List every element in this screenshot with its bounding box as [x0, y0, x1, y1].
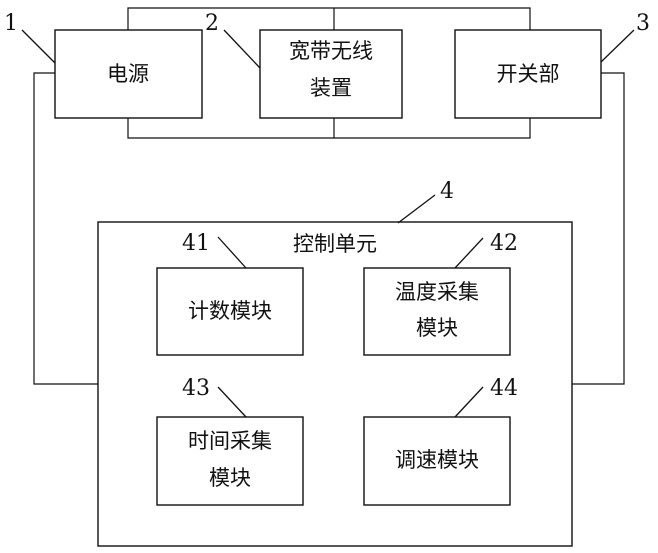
ref-number-speed: 44	[490, 376, 518, 401]
ref-number-control: 4	[440, 179, 454, 204]
top-bus-wire	[128, 8, 530, 30]
switch-block: 开关部	[455, 30, 601, 118]
wireless-label-line1: 宽带无线	[289, 39, 373, 63]
temperature-module-line1: 温度采集	[395, 280, 479, 304]
temperature-module-line2: 模块	[416, 316, 458, 340]
switch-to-control-wire	[572, 73, 624, 384]
time-module: 时间采集 模块	[157, 417, 303, 505]
speed-module-label: 调速模块	[395, 448, 479, 472]
time-module-line1: 时间采集	[188, 429, 272, 453]
control-unit-title: 控制单元	[293, 232, 377, 256]
temperature-module: 温度采集 模块	[364, 268, 510, 355]
ref-number-time: 43	[182, 376, 210, 401]
leader-line-power	[22, 30, 55, 63]
ref-number-temperature: 42	[490, 231, 518, 256]
ref-number-power: 1	[4, 11, 18, 36]
leader-line-wireless	[224, 30, 260, 68]
counting-module-label: 计数模块	[188, 299, 272, 323]
leader-line-switch	[601, 30, 634, 62]
ref-number-wireless: 2	[205, 11, 219, 36]
ref-number-switch: 3	[636, 11, 650, 36]
ref-number-counting: 41	[182, 231, 210, 256]
wireless-block: 宽带无线 装置	[260, 30, 402, 118]
power-label: 电源	[107, 62, 149, 86]
wireless-label-line2: 装置	[310, 76, 352, 100]
power-block: 电源	[55, 30, 202, 118]
power-to-control-wire	[34, 73, 98, 384]
counting-module: 计数模块	[157, 268, 303, 355]
bottom-bus-wire	[128, 118, 530, 138]
time-module-line2: 模块	[209, 466, 251, 490]
switch-label: 开关部	[497, 62, 560, 86]
leader-line-control	[398, 195, 435, 223]
speed-module: 调速模块	[364, 417, 510, 505]
